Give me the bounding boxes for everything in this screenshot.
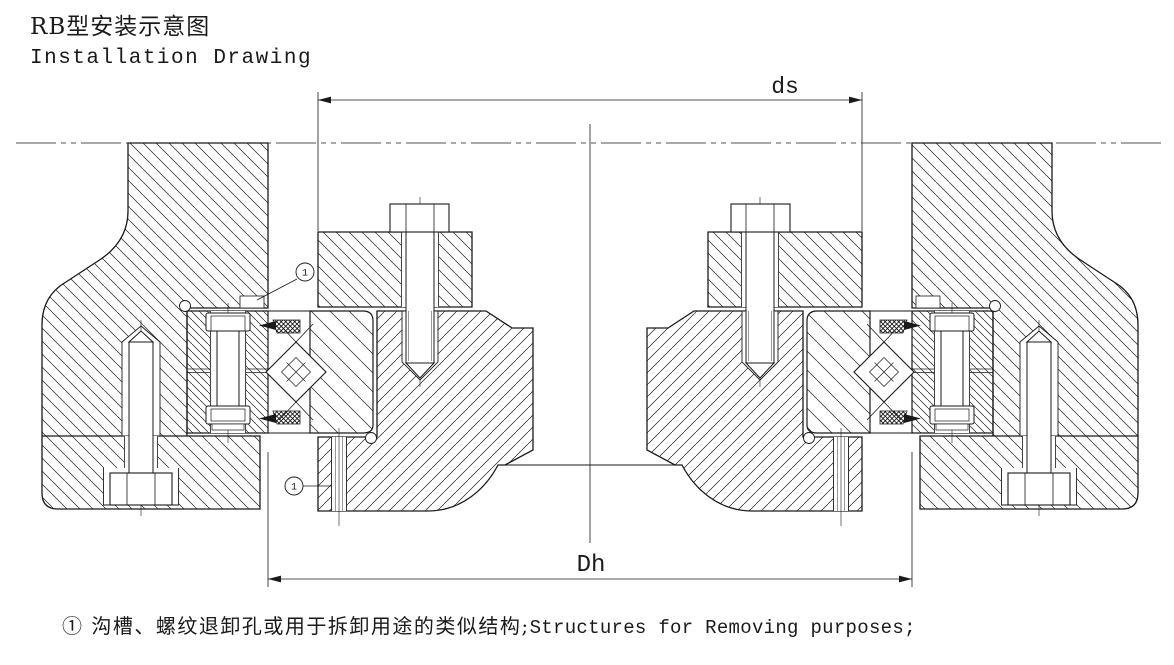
dimension-dh — [267, 452, 913, 587]
callout-bottom: 1 — [284, 476, 331, 496]
footnote-marker: ① — [62, 614, 84, 638]
page-title-zh: RB型安装示意图 — [30, 14, 210, 40]
callout-top-number: 1 — [302, 269, 308, 280]
callout-bottom-number: 1 — [291, 483, 297, 494]
footnote: ① 沟槽、螺纹退卸孔或用于拆卸用途的类似结构;Structures for Re… — [62, 614, 916, 639]
footnote-text-zh: 沟槽、螺纹退卸孔或用于拆卸用途的类似结构; — [84, 614, 530, 638]
callout-top: 1 — [256, 262, 315, 301]
dimension-ds — [317, 92, 863, 231]
page-title-en: Installation Drawing — [30, 47, 312, 70]
footnote-text-en: Structures for Removing purposes; — [530, 617, 916, 639]
dimension-label-ds: ds — [771, 74, 799, 100]
dimension-label-dh: Dh — [577, 552, 606, 579]
